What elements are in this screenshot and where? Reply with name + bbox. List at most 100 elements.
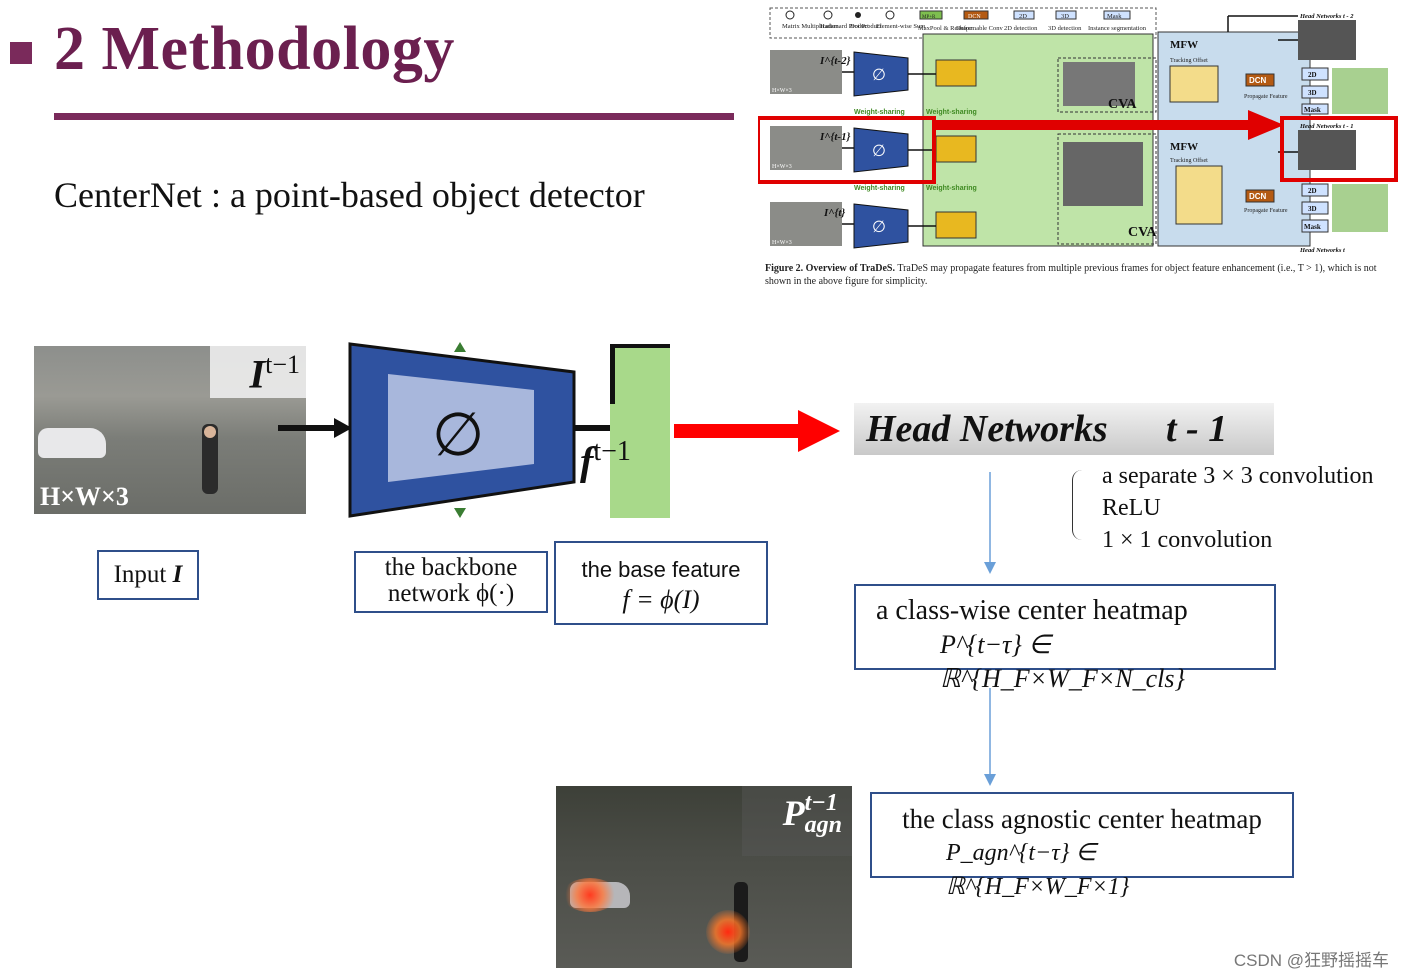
base-feature-caption: the base feature f = ϕ(I) [554,541,768,625]
overview-input-2: I^{t} [823,207,845,219]
base-feature-line-1: the base feature [581,557,741,582]
heat-image-sup: t−1 [804,790,838,816]
legend-item-6: 2D detection [1004,25,1038,32]
overview-task-mask-1: Mask [1304,223,1321,231]
title-bullet [10,42,32,64]
pedestrian-shape [202,424,218,494]
backbone-caption-line-2: network ϕ(·) [387,580,515,607]
overview-task-2d-0: 2D [1308,71,1317,79]
input-image: It−1 H×W×3 [34,346,306,514]
overview-input-1: I^{t-1} [819,131,851,143]
overview-task-2d-1: 2D [1308,187,1317,195]
legend-tag-1: DCN [968,14,981,20]
base-feature-line-2: f = ϕ(I) [622,585,700,614]
backbone-symbol: ∅ [432,402,485,468]
overview-head-1: Head Networks t - 1 [1299,123,1353,130]
agnostic-heatmap-line-1: the class agnostic center heatmap [902,804,1262,834]
input-image-label: It−1 [249,350,300,397]
overview-propagate-1: Propagate Feature [1244,208,1288,214]
class-heatmap-box: a class-wise center heatmap P^{t−τ} ∈ ℝ^… [854,584,1276,693]
legend-item-4: MaxPool & Reshape [918,25,972,32]
overview-inputs: I^{t-2} H×W×3 I^{t-1} H×W×3 I^{t} H×W×3 [770,50,851,246]
red-arrow [674,410,840,452]
legend-tag-2: 2D [1019,13,1027,20]
legend-tag-0: MP+R [922,15,936,20]
feature-label: ft−1 [580,436,631,484]
overview-module-2: CVA [1128,225,1157,240]
input-caption-symbol: I [172,561,183,588]
head-step-1: ReLU [1102,495,1161,521]
overview-backbone-0: ∅ [872,67,886,84]
overview-dims-0: H×W×3 [772,88,792,94]
head-networks-time: t - 1 [1166,408,1228,450]
overview-module-0: CVA [1108,97,1137,112]
backbone-diagram [278,342,670,518]
legend-tag-3: 3D [1061,13,1069,20]
overview-weight-sharing-2: Weight-sharing [854,185,905,192]
feature-label-sup: t−1 [593,436,631,467]
agnostic-heatmap-line-2: P_agn^{t−τ} ∈ ℝ^{H_F×W_F×1} [946,840,1130,900]
overview-task-3d-0: 3D [1308,89,1317,97]
overview-input-0: I^{t-2} [819,55,851,67]
legend-item-3: Element-wise Sum [876,23,925,30]
overview-weight-sharing-1: Weight-sharing [926,109,977,116]
legend-item-8: Instance segmentation [1088,25,1147,32]
overview-task-3d-1: 3D [1308,205,1317,213]
heat-blob-car [562,878,618,912]
overview-module-3: MFW [1170,141,1198,153]
overview-backbone-1: ∅ [872,143,886,160]
head-step-2: 1 × 1 convolution [1102,527,1273,553]
pedestrian-head-shape [204,426,216,438]
input-arrow-head [334,418,352,438]
head-step-0: a separate 3 × 3 convolution [1102,463,1374,489]
slide-title: 2 Methodology [54,15,455,83]
input-label-background [210,346,306,398]
overview-head-2: Head Networks t [1299,247,1345,254]
input-dims: H×W×3 [40,482,129,511]
input-image-sup: t−1 [265,350,300,379]
figure-caption: Figure 2. Overview of TraDeS. TraDeS may… [765,262,1405,288]
legend-item-0: Matrix Multiplication [782,23,839,30]
car-shape [38,428,106,458]
overview-module-1: MFW [1170,39,1198,51]
overview-dims-1: H×W×3 [772,164,792,170]
heat-label-background [742,786,852,856]
backbone-caption: the backbone network ϕ(·) [354,551,548,613]
figure-caption-text: TraDeS may propagate features from multi… [765,263,1377,287]
overview-head-0: Head Networks t - 2 [1299,13,1354,20]
head-networks-banner: Head Networks t - 1 [854,403,1274,455]
flow-arrow-2 [984,688,996,786]
heat-image-sub: agn [804,812,842,838]
overview-tracking-1: Tracking Offset [1170,157,1208,164]
class-heatmap-line-2: P^{t−τ} ∈ ℝ^{H_F×W_F×N_cls} [940,630,1185,693]
overview-backbone-2: ∅ [872,219,886,236]
heat-blob-pedestrian [706,910,750,954]
overview-propagate-0: Propagate Feature [1244,94,1288,100]
backbone-inner [388,374,534,482]
legend-item-5: Deformable Conv [956,25,1004,32]
legend-tag-4: Mask [1107,13,1122,20]
head-networks-label: Head Networks [866,408,1108,450]
legend-item-7: 3D detection [1048,25,1082,32]
overview-dims-2: H×W×3 [772,240,792,246]
backbone-caption-line-1: the backbone [384,554,518,581]
title-rule [54,113,734,120]
agnostic-heatmap-box: the class agnostic center heatmap P_agn^… [870,792,1294,900]
tra-des-overview-figure: Matrix Multiplication Hadamard Product D… [758,7,1398,254]
brace [1072,470,1103,540]
head-steps: a separate 3 × 3 convolution ReLU 1 × 1 … [1102,460,1373,556]
overview-weight-sharing-0: Weight-sharing [854,109,905,116]
overview-tracking-0: Tracking Offset [1170,57,1208,64]
legend-item-1: Hadamard Product [820,23,869,30]
legend-item-2: Dot Product [850,23,882,30]
overview-dcn-1: DCN [1249,192,1267,201]
watermark: CSDN @狂野摇摇车 [1233,951,1389,970]
overview-weight-sharing-3: Weight-sharing [926,185,977,192]
figure-caption-bold: Figure 2. Overview of TraDeS. [765,263,895,274]
class-heatmap-line-1: a class-wise center heatmap [876,595,1188,626]
flow-arrow-1 [984,472,996,574]
slide-subtitle: CenterNet : a point-based object detecto… [54,175,645,215]
input-caption: Input I [97,550,199,600]
